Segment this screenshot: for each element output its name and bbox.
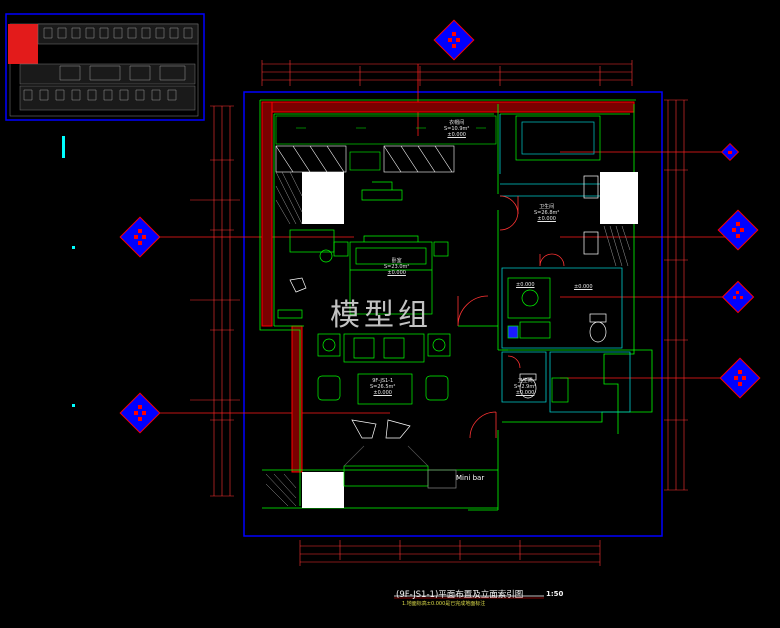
room-label-tub: ±0.000 (574, 284, 593, 290)
hatch-panels (265, 171, 631, 507)
walls (259, 99, 653, 511)
room-elevation: ±0.000 (373, 390, 392, 396)
mini-bar-label: Mini bar (456, 474, 485, 482)
watermark: 模型组 (330, 298, 432, 333)
leader-lines (152, 64, 738, 414)
key-plan (5, 13, 205, 121)
elevation-index-markers (119, 19, 761, 434)
drawing-title: (9F-JS1-1)平面布置及立面索引图 (396, 590, 524, 600)
room-elevation: ±0.000 (537, 216, 556, 222)
room-name: 卧室 (391, 258, 402, 264)
mask-panel (600, 172, 638, 224)
room-area: S=23.0m² (384, 264, 410, 270)
room-name: 卫生间 (539, 204, 555, 210)
room-area: S=26.8m² (534, 210, 560, 216)
cyan-dot (72, 404, 75, 407)
room-name: 9F-JS1-1 (372, 378, 394, 384)
room-label-living: 9F-JS1-1 S=26.5m² ±0.000 (370, 378, 395, 396)
mask-panel (302, 472, 344, 508)
room-elevation: ±0.000 (574, 284, 593, 290)
room-label-wc: 卫生间 S=2.9m² ±0.000 (514, 378, 536, 396)
room-elevation: ±0.000 (516, 282, 535, 288)
cyan-dot (72, 246, 75, 249)
bed (333, 181, 449, 315)
room-name: 衣帽间 (449, 120, 465, 126)
bathroom-fixtures (507, 115, 607, 403)
room-elevation: ±0.000 (447, 132, 466, 138)
wardrobe (275, 115, 497, 173)
room-label-bath: 卫生间 S=26.8m² ±0.000 (534, 204, 559, 222)
room-area: S=10.9m² (444, 126, 470, 132)
room-elevation: ±0.000 (515, 390, 535, 396)
room-label-shower: ±0.000 (516, 282, 535, 288)
sofa-set (317, 333, 457, 489)
sheet-frame (243, 91, 663, 537)
room-area: S=26.5m² (370, 384, 396, 390)
doors (457, 195, 565, 439)
mask-panel (302, 172, 344, 224)
drawing-note: 1.地面标高±0.000是已完成地面标注 (402, 601, 486, 607)
cursor-marker (62, 136, 65, 158)
desk-area (277, 229, 335, 319)
room-elevation: ±0.000 (387, 270, 406, 276)
room-name: 卫生间 (517, 378, 533, 384)
drawing-scale: 1:50 (546, 590, 564, 598)
room-label-closet: 衣帽间 S=10.9m² ±0.000 (444, 120, 469, 138)
dimension-lines (190, 60, 688, 566)
room-label-bedroom: 卧室 S=23.0m² ±0.000 (384, 258, 409, 276)
room-area: S=2.9m² (514, 384, 537, 390)
